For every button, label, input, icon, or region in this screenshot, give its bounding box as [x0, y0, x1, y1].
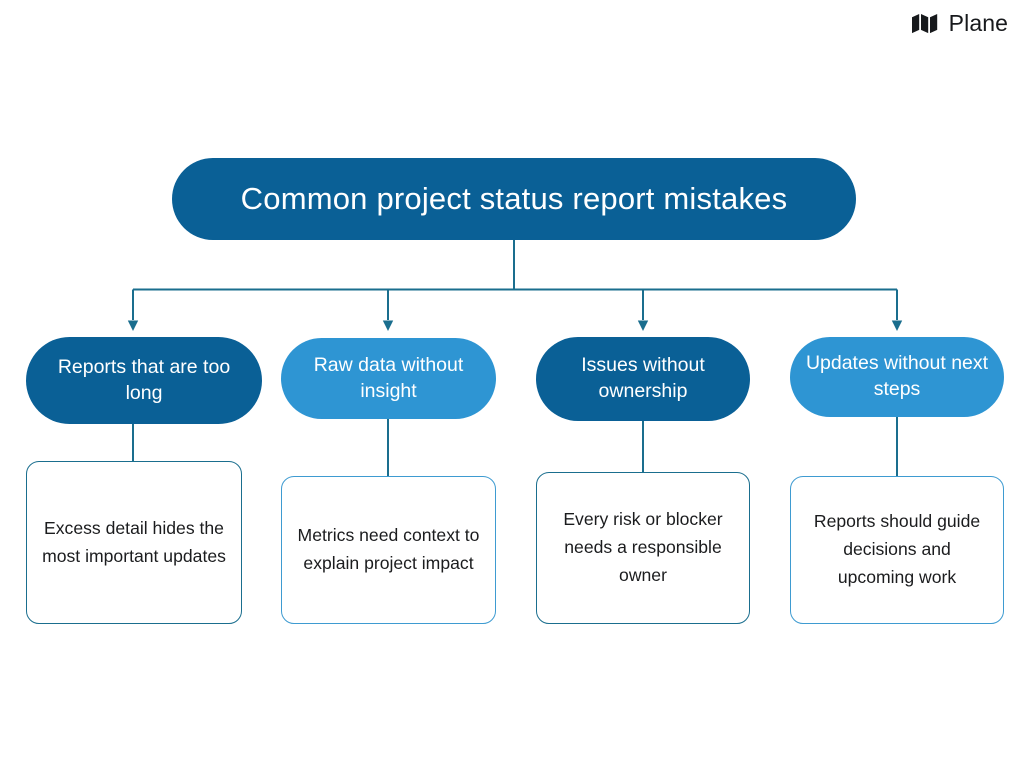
arrowhead-1	[127, 320, 139, 331]
detail-box-2[interactable]: Metrics need context to explain project …	[281, 476, 496, 624]
arrowhead-3	[637, 320, 649, 331]
arrowhead-2	[382, 320, 394, 331]
branch-node-3[interactable]: Issues without ownership	[536, 337, 750, 421]
branch-node-1-label: Reports that are too long	[57, 355, 231, 404]
brand-name: Plane	[948, 10, 1008, 36]
branch-node-2[interactable]: Raw data without insight	[281, 338, 496, 419]
branch-node-3-label: Issues without ownership	[581, 354, 705, 402]
detail-box-1-label: Excess detail hides the most important u…	[42, 517, 226, 566]
detail-box-2-label: Metrics need context to explain project …	[297, 525, 480, 573]
branch-node-2-label: Raw data without insight	[313, 353, 464, 402]
arrowhead-4	[891, 320, 903, 331]
branch-node-4[interactable]: Updates without next steps	[790, 337, 1004, 417]
detail-box-1[interactable]: Excess detail hides the most important u…	[26, 461, 242, 624]
detail-box-3-label: Every risk or blocker needs a responsibl…	[563, 509, 723, 585]
branch-node-4-label: Updates without next steps	[805, 352, 989, 400]
detail-box-3[interactable]: Every risk or blocker needs a responsibl…	[536, 472, 750, 624]
root-node[interactable]: Common project status report mistakes	[172, 158, 856, 240]
branch-node-1[interactable]: Reports that are too long	[26, 337, 262, 424]
brand-logo: Plane	[911, 10, 1008, 37]
plane-logo-icon	[911, 13, 941, 34]
detail-box-4-label: Reports should guide decisions and upcom…	[813, 511, 981, 587]
detail-box-4[interactable]: Reports should guide decisions and upcom…	[790, 476, 1004, 624]
arrowheads	[127, 320, 903, 331]
root-node-label: Common project status report mistakes	[240, 181, 788, 217]
